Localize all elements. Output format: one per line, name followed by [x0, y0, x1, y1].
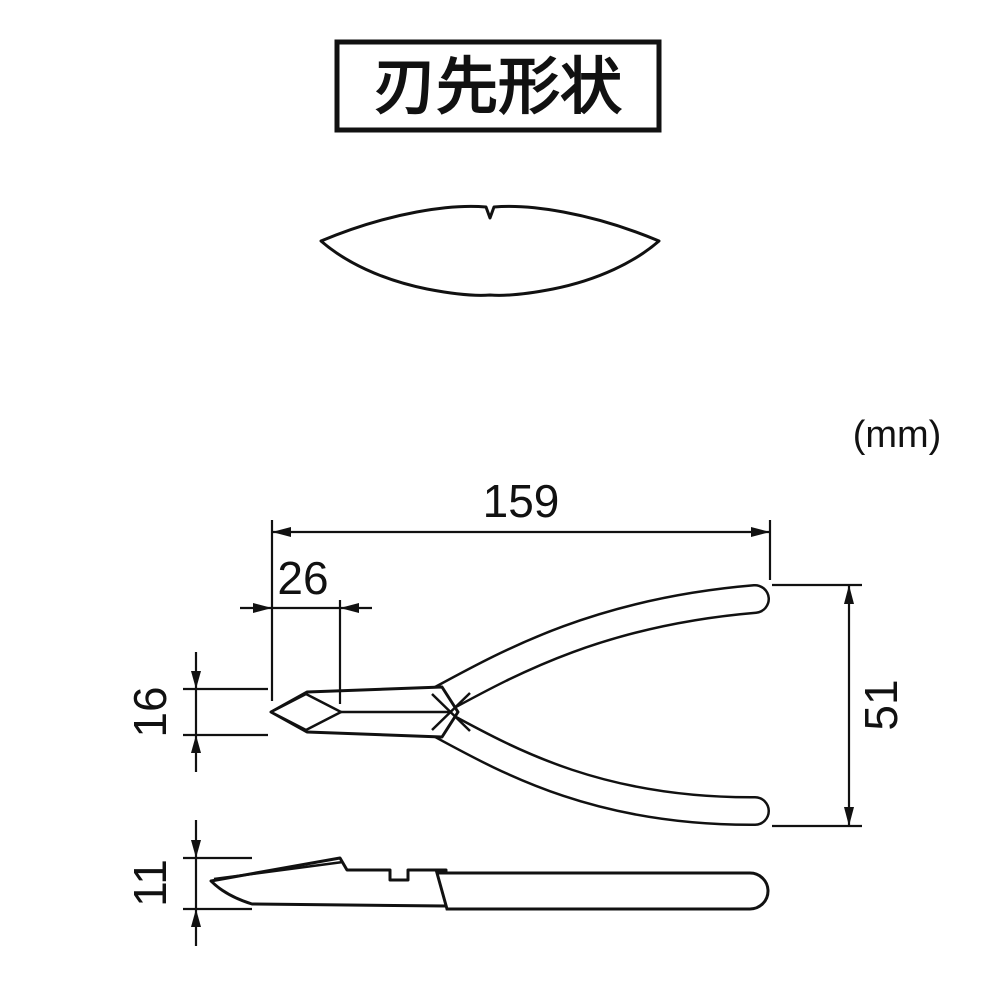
side-metal-body — [209, 856, 448, 908]
dim-label-51: 51 — [855, 679, 907, 730]
dim-handle-spread: 51 — [772, 583, 907, 828]
lower-handle-fill — [427, 711, 768, 824]
side-grip — [435, 871, 770, 911]
title-text: 刃先形状 — [374, 53, 623, 122]
dim-arrow — [844, 585, 854, 604]
upper-handle-fill — [427, 586, 768, 713]
dim-head-height: 16 — [124, 652, 268, 772]
dim-arrow — [191, 840, 201, 858]
dim-arrow — [340, 603, 359, 613]
title-box — [334, 39, 662, 133]
dim-arrow — [272, 527, 291, 537]
blade-profile-view — [319, 204, 661, 297]
blade-profile-shape — [319, 204, 661, 297]
dim-blade-length: 26 — [240, 552, 372, 704]
dim-arrow — [191, 909, 201, 927]
side-blade-bevel-line — [213, 860, 344, 881]
dim-arrow — [191, 735, 201, 753]
dim-thickness: 11 — [124, 820, 252, 946]
drawing-root: 刃先形状 (mm) — [124, 39, 942, 946]
dim-label-16: 16 — [124, 686, 176, 737]
dim-label-159: 159 — [483, 475, 560, 527]
dim-arrow — [191, 671, 201, 689]
dim-arrow — [751, 527, 770, 537]
title-group: 刃先形状 — [334, 39, 662, 133]
pliers-side-view — [209, 856, 770, 911]
pliers-top-view — [269, 584, 770, 827]
dim-label-26: 26 — [277, 552, 328, 604]
unit-label: (mm) — [853, 414, 942, 456]
dim-label-11: 11 — [124, 859, 176, 907]
dim-arrow — [844, 807, 854, 826]
dim-arrow — [253, 603, 272, 613]
dim-overall-length: 159 — [270, 475, 772, 701]
